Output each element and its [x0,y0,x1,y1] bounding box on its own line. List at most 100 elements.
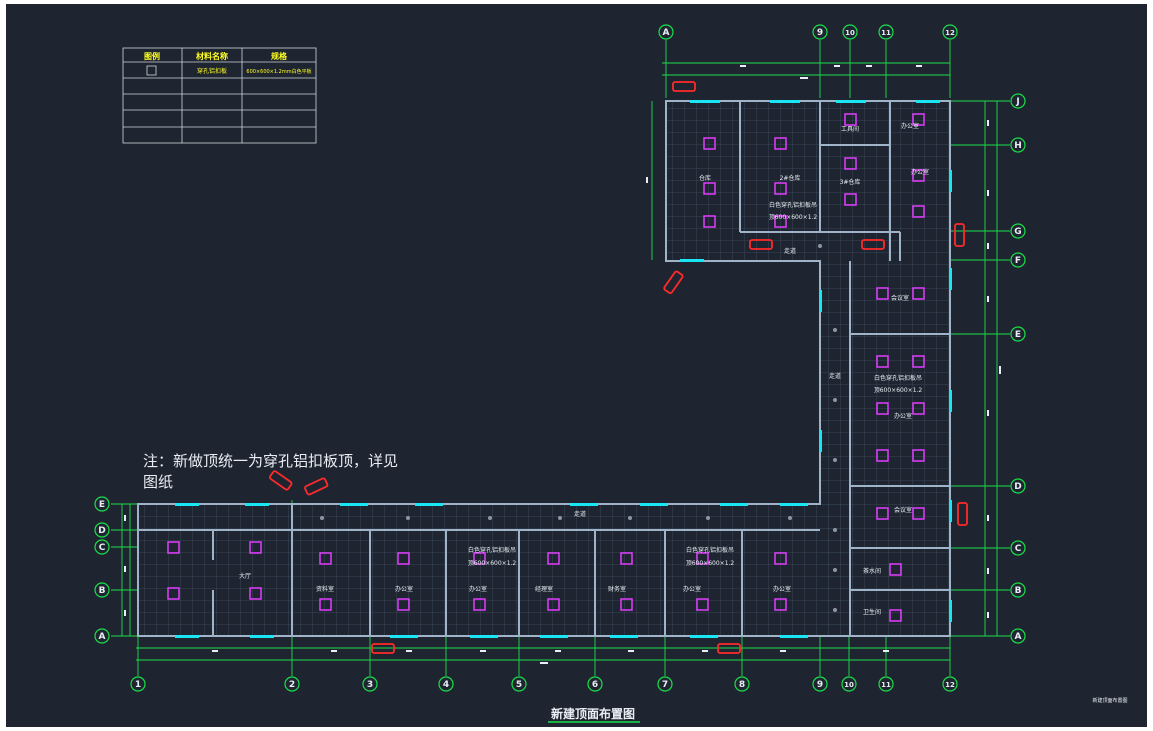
axis-label-bottom: 5 [516,680,522,690]
room-label: 财务室 [608,585,626,593]
ceiling-note: 白色穿孔铝扣板吊 [686,546,734,554]
ceiling-light [912,113,925,126]
fire-extinguishers [269,81,968,654]
axis-label-bottom: 4 [443,680,449,690]
axis-label-bottom: 6 [592,680,598,690]
axis-label-bottom: 1 [135,680,141,690]
ceiling-light [774,182,787,195]
ceiling-light [774,215,787,228]
ceiling-note: 白色穿孔铝扣板吊 [874,374,922,382]
axis-label-right: G [1014,227,1021,237]
axis-label-bottom: 3 [367,680,373,690]
axis-label-bottom: 12 [945,681,955,689]
room-label: 3#仓库 [840,178,861,186]
room-label: 办公室 [911,168,929,176]
windows [175,100,952,638]
room-label: 走道 [574,510,586,518]
axis-bubble-labels: 1 2 3 4 5 6 7 8 9 10 11 12 A 9 10 11 12 … [98,28,1022,690]
drawing-title: 新建顶面布置图 [551,706,635,721]
ceiling-light [167,587,180,600]
ceiling-light [703,215,716,228]
room-label: 经理室 [535,585,553,593]
axis-label-right: H [1014,141,1022,151]
legend-header-material: 材料名称 [196,51,228,61]
ceiling-light [912,507,925,520]
dimension-ticks [124,65,1001,664]
ceiling-light [249,587,262,600]
axis-label-left: B [99,586,106,596]
drawing-note-line1: 注：新做顶统一为穿孔铝扣板顶，详见 [143,452,398,470]
ceiling-light [876,355,889,368]
room-label: 工具间 [841,125,859,133]
axis-label-right: F [1015,256,1021,266]
ceiling-light [319,552,332,565]
room-label: 办公室 [683,585,701,593]
corner-label: 新建顶面布置图 [1092,697,1127,704]
room-label: 会议室 [891,294,909,302]
ceiling-light [912,205,925,218]
room-labels: 仓库 2#仓库 3#仓库 工具间 办公室 办公室 走道 走道 走道 会议室 办公… [239,122,929,616]
ceiling-note: 白色穿孔铝扣板吊 [769,201,817,209]
ceiling-light [703,137,716,150]
axis-label-right: J [1015,97,1019,107]
axis-label-right: B [1015,586,1022,596]
legend-table [122,47,317,144]
ceiling-light [876,287,889,300]
ceiling-note: 顶600×600×1.2 [686,560,735,567]
legend-material-name: 穿孔铝扣板 [197,67,227,75]
ceiling-note: 顶600×600×1.2 [769,214,818,221]
axis-label-top: 12 [945,29,955,37]
room-label: 会议室 [894,506,912,514]
fire-extinguisher-icon [954,223,965,247]
drawing-note-line2: 图纸 [143,473,173,491]
ceiling-light [319,598,332,611]
ceiling-light [774,552,787,565]
ceiling-light [912,355,925,368]
ceiling-light [876,507,889,520]
axis-label-right: E [1015,330,1021,340]
axis-label-bottom: 11 [881,681,891,689]
fire-extinguisher-icon [861,239,885,250]
ceiling-light [774,137,787,150]
axis-label-left: A [99,632,106,642]
axis-label-top: 10 [845,29,855,37]
ceiling-light [703,182,716,195]
ceiling-note: 顶600×600×1.2 [468,560,517,567]
room-label: 茶水间 [863,567,881,575]
ceiling-light [774,598,787,611]
axis-label-right: C [1015,544,1022,554]
axis-label-left: D [98,526,105,536]
ceiling-light [547,598,560,611]
ceiling-light [473,552,486,565]
legend-material-spec: 600×600×1.2mm白色平板 [246,68,311,75]
fire-extinguisher-icon [957,502,968,526]
ceiling-light [844,193,857,206]
ceiling-light [844,157,857,170]
room-label: 仓库 [699,174,711,182]
room-label: 2#仓库 [780,174,801,182]
axis-label-left: C [99,543,106,553]
ceiling-light [696,598,709,611]
ceiling-light [912,402,925,415]
ceiling-light [844,113,857,126]
fire-extinguisher-icon [663,270,684,294]
legend-header-symbol: 图例 [144,51,160,61]
axis-label-bottom: 8 [739,680,745,690]
fire-extinguisher-icon [269,470,293,491]
ceiling-light [876,402,889,415]
legend-symbol-box [146,65,157,76]
axis-label-top: A [663,28,670,38]
ceiling-areas [138,101,950,636]
axis-label-right: A [1015,632,1022,642]
ceiling-light [912,169,925,182]
ceiling-light [397,552,410,565]
room-label: 办公室 [894,412,912,420]
ceiling-light [889,609,902,622]
ceiling-note: 顶600×600×1.2 [874,387,923,394]
ceiling-note: 白色穿孔铝扣板吊 [468,546,516,554]
axis-label-top: 11 [881,29,891,37]
legend-header-spec: 规格 [271,51,288,61]
room-label: 办公室 [395,585,413,593]
axis-label-left: E [99,500,105,510]
